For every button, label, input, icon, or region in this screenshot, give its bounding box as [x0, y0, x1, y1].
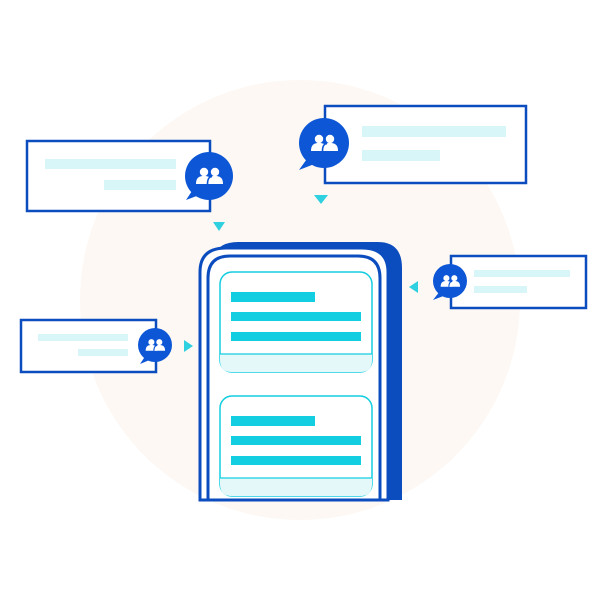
- triangle-arrow-icon: [409, 281, 418, 293]
- card-2-line-3: [231, 456, 361, 465]
- users-group-icon: [299, 118, 349, 170]
- card-1-line-3: [231, 332, 361, 341]
- bubble-ml-line-1: [38, 334, 128, 341]
- chat-bubble-mid-right: [409, 254, 588, 310]
- card-1-line-2: [231, 312, 361, 321]
- bubble-tr-line-2: [362, 150, 440, 161]
- bubble-mr-line-1: [474, 270, 570, 277]
- users-group-icon: [138, 328, 172, 364]
- triangle-arrow-icon: [184, 340, 193, 352]
- users-group-icon: [433, 264, 467, 300]
- triangle-arrow-icon: [314, 195, 328, 204]
- card-2-line-1: [231, 416, 315, 426]
- chat-bubble-top-right: [299, 104, 528, 204]
- card-1-line-1: [231, 292, 315, 302]
- phone-message-card-1: [219, 271, 373, 373]
- bubble-tr-line-1: [362, 126, 506, 137]
- bubble-tl-line-1: [45, 159, 176, 169]
- chat-bubble-mid-left: [19, 318, 193, 374]
- triangle-arrow-icon: [213, 222, 225, 231]
- bubble-tl-line-2: [104, 180, 176, 190]
- users-group-icon: [185, 152, 233, 200]
- chat-bubble-top-left: [25, 139, 233, 231]
- phone-message-card-2: [219, 395, 373, 497]
- card-2-line-2: [231, 436, 361, 445]
- phone-device: [198, 242, 402, 502]
- bubble-ml-line-2: [78, 349, 128, 356]
- bubble-mr-line-2: [474, 286, 527, 293]
